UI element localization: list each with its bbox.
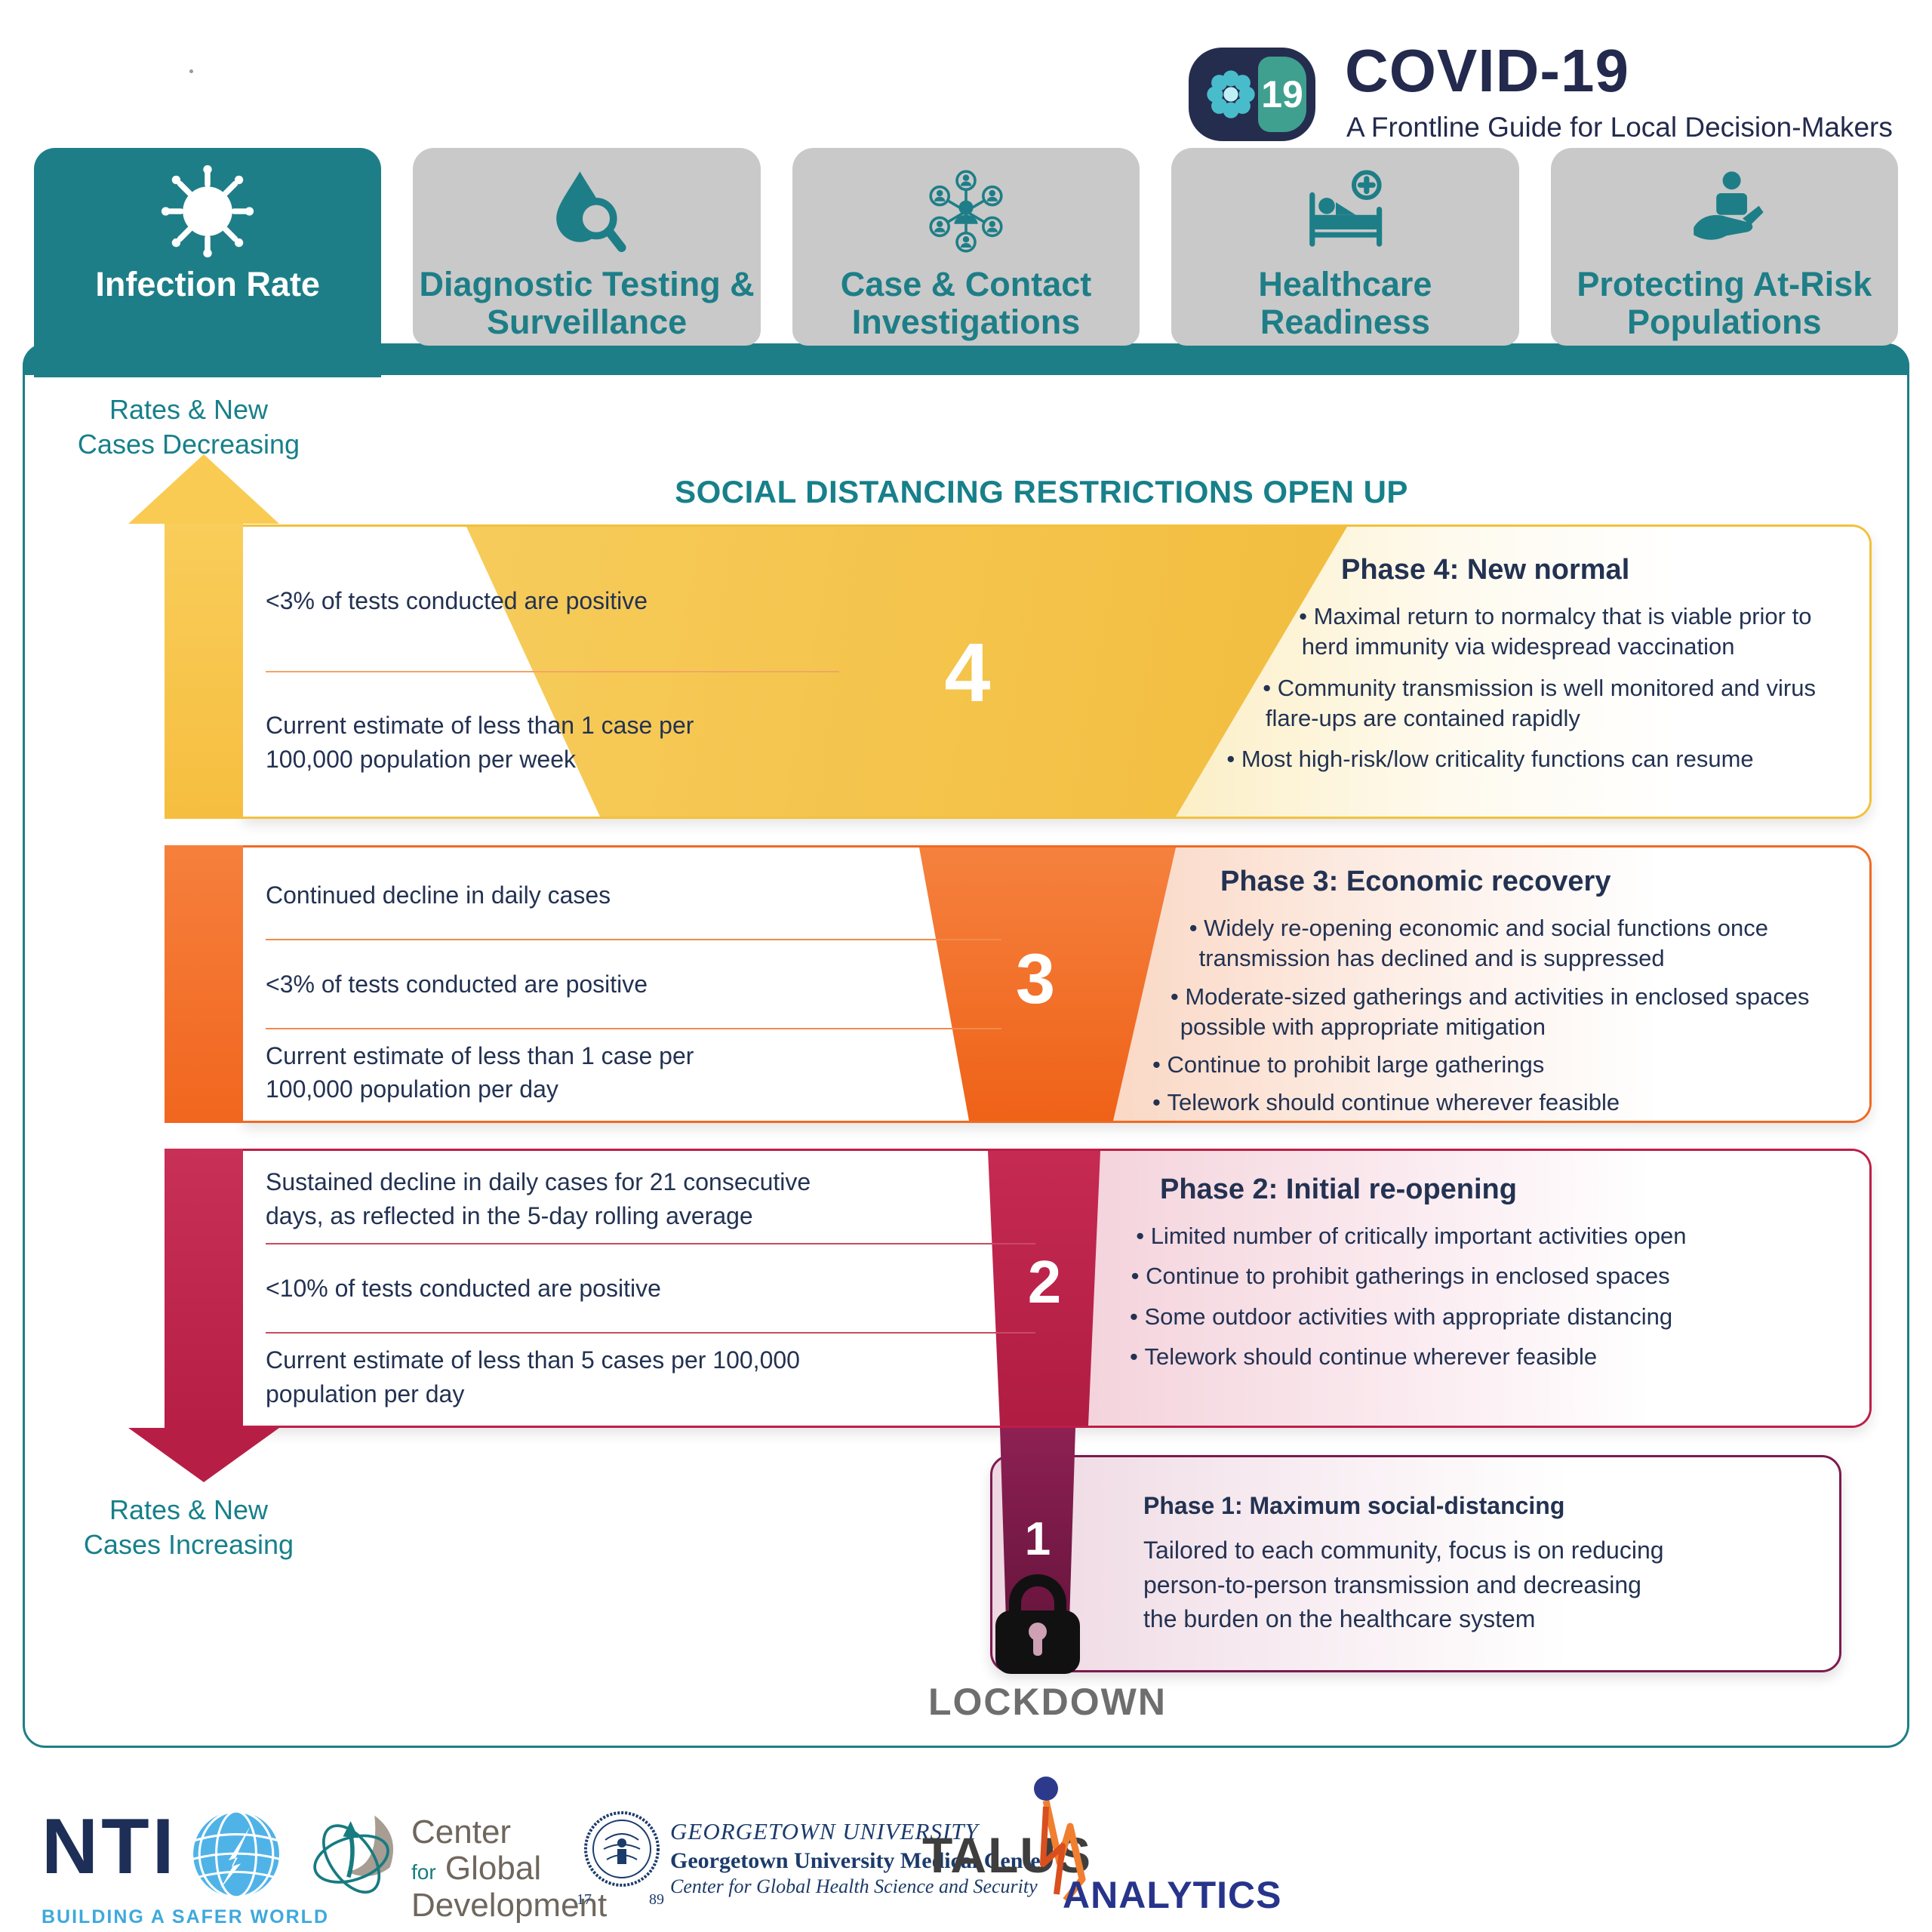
arrow-segment-orange	[165, 845, 243, 1123]
tab-healthcare-readiness[interactable]: Healthcare Readiness	[1171, 148, 1519, 346]
criteria-item: Current estimate of less than 1 case per…	[266, 1027, 1001, 1116]
phase-4-description: Phase 4: New normal Maximal return to no…	[1213, 554, 1839, 808]
axis-label-decreasing: Rates & New Cases Decreasing	[77, 394, 300, 460]
phase-bullet: Maximal return to normalcy that is viabl…	[1213, 601, 1839, 663]
phase-1-description: Phase 1: Maximum social-distancing Tailo…	[1143, 1478, 1809, 1637]
funnel-title: SOCIAL DISTANCING RESTRICTIONS OPEN UP	[675, 474, 1408, 509]
phase-3-description: Phase 3: Economic recovery Widely re-ope…	[1152, 866, 1835, 1115]
tab-infection-rate[interactable]: Infection Rate	[34, 148, 382, 377]
phase-bullet: Some outdoor activities with appropriate…	[1130, 1302, 1832, 1332]
tab-label: Diagnostic Testing & Surveillance	[419, 265, 755, 342]
nti-logo-text: NTI	[42, 1803, 177, 1890]
contact-network-icon	[921, 162, 1011, 261]
criteria-item: <3% of tests conducted are positive	[266, 587, 648, 615]
phase-title: Phase 4: New normal	[1341, 554, 1630, 586]
tab-bar: Infection Rate Diagnostic Testing & Surv…	[34, 148, 1898, 377]
phase-title: Phase 3: Economic recovery	[1220, 866, 1611, 897]
tab-protecting-at-risk[interactable]: Protecting At-Risk Populations	[1550, 148, 1898, 346]
arrow-up-head	[128, 454, 279, 524]
georgetown-line1: GEORGETOWN UNIVERSITY	[670, 1818, 979, 1844]
tab-label: Protecting At-Risk Populations	[1577, 265, 1872, 342]
phase-2-funnel-segment	[988, 1151, 1100, 1426]
georgetown-seal-icon	[583, 1810, 661, 1892]
phase-bullet: Most high-risk/low criticality functions…	[1213, 744, 1839, 774]
phase-3-row: 3 Continued decline in daily cases <3% o…	[243, 845, 1872, 1123]
phase-bullet: Moderate-sized gatherings and activities…	[1152, 982, 1835, 1043]
cgd-line1: Center	[411, 1814, 512, 1850]
lockdown-label: LOCKDOWN	[928, 1681, 1167, 1723]
criteria-item: <10% of tests conducted are positive	[266, 1243, 1035, 1332]
talus-analytics-text: ANALYTICS	[1063, 1874, 1282, 1916]
phase-1-box: Phase 1: Maximum social-distancing Tailo…	[990, 1455, 1841, 1672]
phase-2-description: Phase 2: Initial re-opening Limited numb…	[1130, 1174, 1832, 1418]
hand-person-icon	[1679, 162, 1770, 261]
phase-2-criteria: Sustained decline in daily cases for 21 …	[243, 1151, 1035, 1426]
georgetown-line2: Georgetown University Medical Center	[670, 1847, 1051, 1873]
talus-zigzag-icon	[1020, 1774, 1111, 1909]
virus-icon	[160, 162, 255, 261]
criteria-item: Sustained decline in daily cases for 21 …	[266, 1168, 811, 1229]
tab-label: Case & Contact Investigations	[840, 265, 1092, 342]
year-right: 89	[649, 1891, 664, 1908]
criteria-item: Current estimate of less than 5 cases pe…	[266, 1332, 1035, 1421]
hospital-bed-icon	[1300, 162, 1390, 261]
georgetown-logo-text: GEORGETOWN UNIVERSITY Georgetown Univers…	[670, 1817, 1051, 1900]
phase-bullet: Telework should continue wherever feasib…	[1152, 1088, 1835, 1118]
phase-bullet: Continue to prohibit large gatherings	[1152, 1050, 1835, 1080]
georgetown-years: 17 89	[577, 1891, 664, 1909]
cgd-line3: Development	[411, 1886, 608, 1924]
cgd-line2: Global	[445, 1850, 542, 1887]
phase-1-number: 1	[1024, 1513, 1051, 1565]
criteria-item: <3% of tests conducted are positive	[266, 939, 1001, 1027]
phase-3-criteria: Continued decline in daily cases <3% of …	[243, 848, 1001, 1121]
phase-bullet: Continue to prohibit gatherings in enclo…	[1130, 1261, 1832, 1291]
tab-label: Infection Rate	[95, 265, 320, 303]
stray-dot	[189, 69, 193, 73]
page-subtitle: A Frontline Guide for Local Decision-Mak…	[1346, 112, 1893, 143]
cgd-logo-text: Center for Global Development	[411, 1814, 607, 1924]
tab-label: Healthcare Readiness	[1258, 265, 1432, 342]
year-left: 17	[577, 1891, 592, 1908]
page-title: COVID-19	[1345, 37, 1629, 104]
funnel-slant-spacer	[1130, 1174, 1160, 1418]
lock-keyhole-stem	[1033, 1636, 1042, 1656]
phase-text: Tailored to each community, focus is on …	[1143, 1537, 1664, 1633]
phase-bullet: Widely re-opening economic and social fu…	[1152, 913, 1835, 974]
virus-flower-icon	[1207, 70, 1255, 118]
tab-diagnostic-testing[interactable]: Diagnostic Testing & Surveillance	[413, 148, 761, 346]
phase-3-number: 3	[1015, 939, 1056, 1018]
phase-4-number: 4	[944, 626, 991, 719]
phase-2-number: 2	[1027, 1248, 1062, 1315]
phase-bullet: Limited number of critically important a…	[1130, 1221, 1832, 1251]
arrow-segment-crimson	[165, 1149, 243, 1428]
arrow-segment-gold	[165, 524, 243, 819]
criteria-item: Current estimate of less than 1 case per…	[266, 671, 839, 812]
phase-4-row: 4 <3% of tests conducted are positive Cu…	[243, 525, 1872, 819]
droplet-magnifier-icon	[542, 162, 632, 261]
arrow-down-head	[128, 1428, 279, 1482]
phase-title: Phase 1: Maximum social-distancing	[1143, 1492, 1565, 1519]
logo-19-label: 19	[1258, 57, 1306, 132]
criteria-item: Continued decline in daily cases	[266, 881, 611, 909]
georgetown-line3: Center for Global Health Science and Sec…	[670, 1875, 1038, 1898]
phase-title: Phase 2: Initial re-opening	[1160, 1174, 1517, 1205]
nti-globe-icon	[190, 1808, 282, 1904]
phase-2-row: 2 Sustained decline in daily cases for 2…	[243, 1149, 1872, 1428]
cgd-globe-icon	[308, 1805, 406, 1911]
nti-tagline: BUILDING A SAFER WORLD	[42, 1906, 330, 1927]
phase-bullet: Community transmission is well monitored…	[1213, 673, 1839, 734]
phase-bullet: Telework should continue wherever feasib…	[1130, 1342, 1832, 1372]
tab-case-contact[interactable]: Case & Contact Investigations	[792, 148, 1140, 346]
cgd-for: for	[411, 1860, 436, 1884]
phase-4-criteria: <3% of tests conducted are positive Curr…	[243, 527, 839, 817]
axis-label-increasing: Rates & New Cases Increasing	[83, 1494, 294, 1561]
covid19-logo: 19	[1189, 48, 1315, 141]
